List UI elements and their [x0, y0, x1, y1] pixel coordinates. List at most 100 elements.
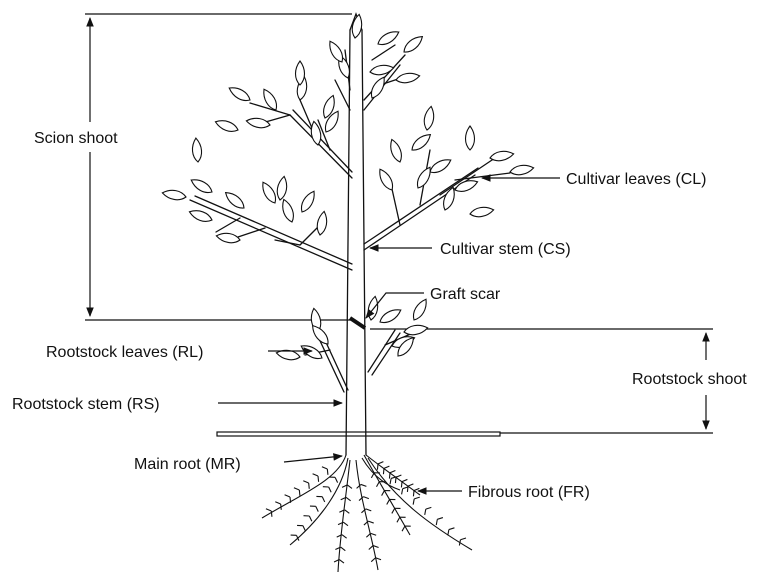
root-hair: [413, 491, 414, 497]
leaf: [376, 28, 401, 48]
roots: [262, 455, 472, 572]
leaf: [223, 189, 247, 211]
root-hair: [303, 481, 308, 483]
root-hair: [345, 510, 350, 514]
root-hair: [309, 516, 311, 521]
leaf: [489, 149, 514, 162]
root-hair: [285, 495, 290, 497]
root-hair: [402, 479, 407, 481]
root-hair: [281, 504, 282, 510]
fibrous-root-hairs: [266, 462, 466, 563]
leaf: [214, 118, 240, 135]
root-hair: [361, 484, 366, 486]
root-hair: [322, 467, 327, 469]
root-hair: [414, 488, 419, 490]
root-hair: [376, 482, 379, 487]
root-hair: [316, 506, 318, 511]
leaf: [403, 323, 428, 336]
root-hair: [343, 522, 348, 526]
leaf: [296, 61, 305, 85]
root-hair: [395, 477, 396, 483]
leaf: [316, 211, 329, 236]
root-hair: [322, 497, 324, 502]
root-hair: [275, 502, 280, 504]
root-hair: [342, 535, 347, 539]
leaf: [469, 205, 494, 218]
root-hair: [390, 471, 395, 473]
root-hair: [363, 497, 368, 499]
leaf: [395, 71, 420, 84]
root-hair: [413, 499, 414, 505]
root-hair: [366, 533, 370, 537]
root-hair: [449, 528, 455, 530]
root-hair: [329, 487, 331, 492]
leaf: [401, 33, 425, 55]
root-hair: [407, 486, 408, 492]
leaf: [509, 163, 534, 176]
rootstock-leaves-label: Rootstock leaves (RL): [46, 344, 203, 361]
root-hair: [377, 464, 378, 470]
leaf: [227, 84, 252, 104]
rootstock-stem-label: Rootstock stem (RS): [12, 396, 160, 413]
root-hair: [378, 462, 383, 464]
cultivar-stem-label: Cultivar stem (CS): [440, 241, 571, 258]
root-hair: [373, 546, 378, 548]
leaf: [189, 176, 214, 196]
root-hair: [448, 530, 449, 536]
leaf: [428, 156, 453, 176]
leaf: [276, 348, 301, 361]
root-hair: [382, 491, 385, 496]
root-hair: [341, 547, 346, 551]
root-hair: [460, 538, 466, 540]
root-hair: [402, 489, 403, 495]
root-hair: [339, 560, 344, 564]
root-hair: [387, 499, 390, 504]
root-hair: [294, 488, 299, 490]
root-hair: [299, 490, 300, 496]
leaf: [423, 106, 436, 131]
root-hair: [346, 497, 351, 501]
root-hair: [266, 509, 271, 511]
scion-shoot-label: Scion shoot: [34, 130, 118, 147]
root-hair: [397, 517, 400, 522]
ground-line: [217, 432, 500, 436]
leaf: [276, 176, 289, 201]
rootstock-shoot-label: Rootstock shoot: [632, 371, 747, 388]
root-hair: [437, 518, 443, 520]
root-hair: [309, 483, 310, 489]
main-root-label: Main root (MR): [134, 456, 241, 473]
root-hair: [426, 507, 432, 509]
leaf: [280, 198, 297, 224]
fibrous-root-label: Fibrous root (FR): [468, 484, 590, 501]
root-hair: [366, 509, 371, 511]
leaf: [309, 121, 322, 146]
root-hair: [271, 511, 272, 517]
leaf: [191, 138, 202, 163]
root-hair: [318, 476, 319, 482]
scion-right-branches: [364, 45, 510, 250]
leaf: [259, 180, 279, 205]
leaf: [188, 208, 214, 225]
root-hair: [392, 508, 395, 513]
root-hair: [390, 478, 391, 484]
root-hair: [327, 469, 328, 475]
root-hair: [313, 474, 318, 476]
leaf: [367, 296, 380, 321]
leaf: [378, 306, 403, 326]
leaf: [368, 75, 388, 100]
root-hair: [408, 484, 413, 486]
root-hair: [368, 521, 373, 523]
root-hair: [369, 546, 373, 550]
leaf: [388, 138, 405, 164]
root-hair: [414, 497, 420, 499]
root-hair: [389, 473, 390, 479]
root-hair: [335, 477, 337, 482]
leaf: [162, 188, 187, 201]
main-root-arrow: [284, 456, 342, 462]
root-hair: [290, 497, 291, 503]
graft-scar-label: Graft scar: [430, 286, 501, 303]
cultivar-leaves-label: Cultivar leaves (CL): [566, 171, 706, 188]
root-hair: [459, 540, 460, 546]
root-hair: [347, 485, 352, 489]
